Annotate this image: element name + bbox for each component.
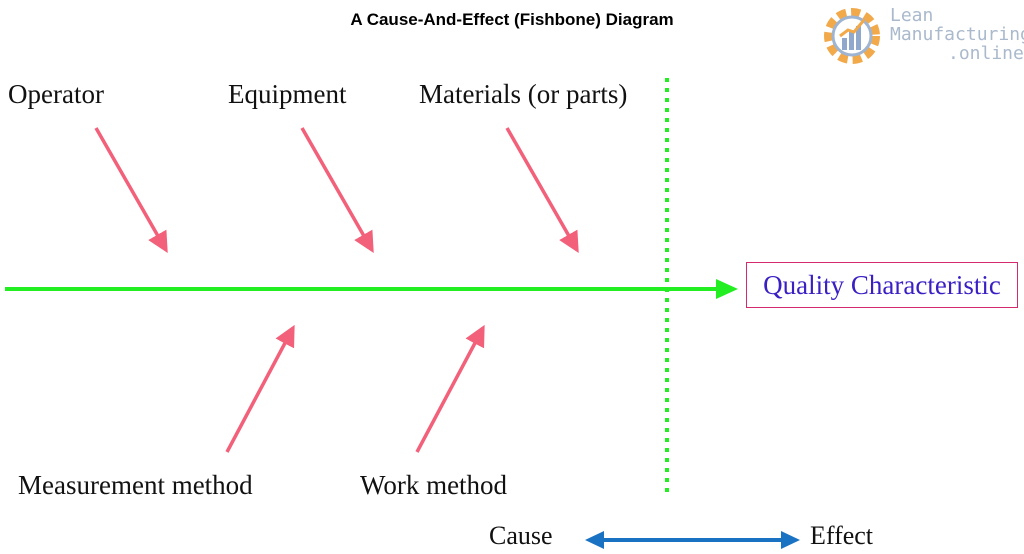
bone-operator [94, 127, 168, 254]
effect-box: Quality Characteristic [746, 262, 1018, 308]
diagram-title: A Cause-And-Effect (Fishbone) Diagram [350, 10, 674, 29]
logo-line-manufacturing: Manufacturing [890, 24, 1024, 45]
scale-label-effect: Effect [810, 521, 874, 550]
cause-label-measurement-method: Measurement method [18, 470, 253, 500]
bone-materials [505, 127, 579, 254]
scale-label-cause: Cause [489, 521, 553, 550]
cause-effect-arrow-left-head [585, 531, 604, 549]
bone-measurement-method [225, 324, 295, 453]
effect-label: Quality Characteristic [763, 269, 1001, 300]
logo-line-online: .online [948, 43, 1024, 64]
logo-line-lean: Lean [890, 5, 934, 26]
gear-chart-icon [824, 8, 880, 64]
cause-label-materials: Materials (or parts) [419, 79, 628, 109]
cause-label-operator: Operator [8, 79, 104, 109]
cause-label-work-method: Work method [360, 470, 508, 500]
logo-text: Lean Manufacturing .online [890, 6, 1024, 63]
cause-effect-arrow-right-head [781, 531, 800, 549]
site-logo[interactable]: Lean Manufacturing .online [818, 2, 1024, 68]
bone-equipment [300, 127, 374, 254]
bone-work-method [415, 324, 485, 453]
spine-arrowhead [716, 279, 738, 299]
cause-label-equipment: Equipment [228, 79, 347, 109]
